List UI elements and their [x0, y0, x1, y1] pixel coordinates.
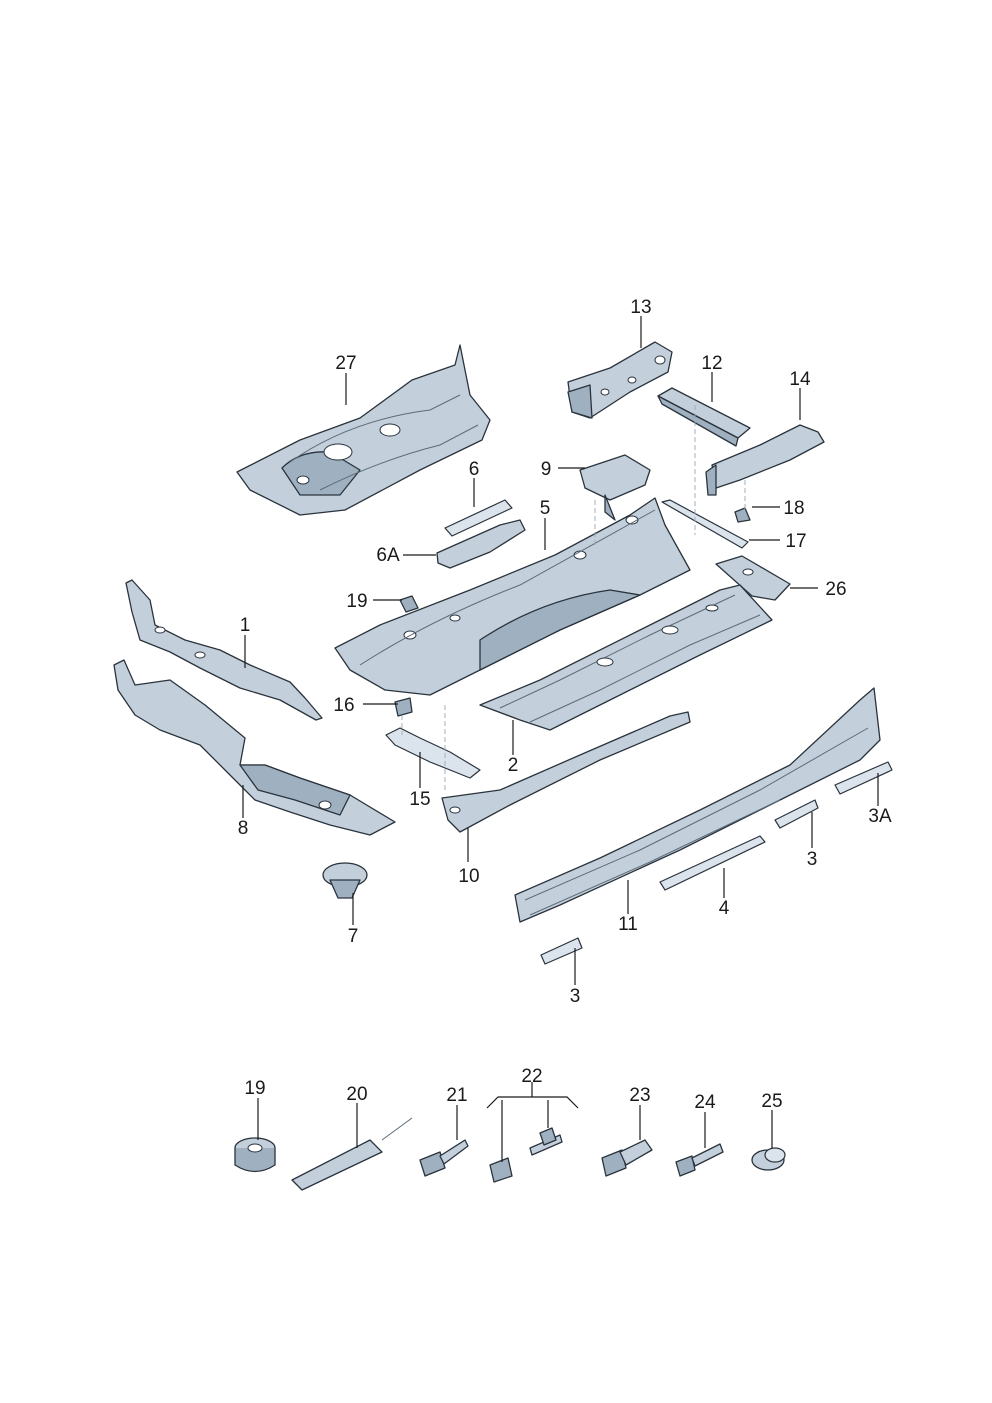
part-27-rear-floor-panel: [236, 344, 491, 516]
callout-15: 15: [409, 789, 430, 810]
callout-3-right: 3: [807, 849, 818, 870]
callout-14: 14: [789, 369, 811, 390]
callout-21: 21: [446, 1085, 467, 1106]
callout-4: 4: [719, 898, 730, 919]
callout-25: 25: [761, 1091, 782, 1112]
part-9-bracket: [579, 454, 651, 521]
callout-11: 11: [618, 914, 638, 935]
callout-24: 24: [694, 1092, 716, 1113]
part-6A-bracket: [436, 519, 526, 569]
callout-labels: 27 13 12 14 6 9 5 18 6A 17 26 19 1 16 2 …: [238, 297, 892, 1113]
part-1-cross-member: [125, 579, 323, 721]
part-2-floor-panel: [479, 584, 773, 731]
callout-16: 16: [333, 695, 354, 716]
callout-22: 22: [521, 1066, 542, 1087]
callout-20: 20: [346, 1084, 367, 1105]
part-3A-clip: [834, 761, 893, 795]
callout-19-lower: 19: [244, 1078, 265, 1099]
part-6-bracket: [444, 499, 513, 537]
part-19-bushing: [234, 1137, 276, 1173]
part-17-strip: [661, 499, 749, 549]
part-8-cross-member: [113, 659, 396, 836]
part-18-nut: [734, 507, 751, 523]
callout-26: 26: [825, 579, 846, 600]
part-22-bolts: [486, 1082, 579, 1183]
part-24-bolt: [675, 1143, 724, 1177]
part-15-bracket: [385, 727, 481, 779]
callout-18: 18: [783, 498, 804, 519]
leader-lines: [242, 316, 879, 1148]
callout-9: 9: [541, 459, 552, 480]
part-10-sill-member: [441, 711, 691, 833]
callout-17: 17: [785, 531, 806, 552]
part-20-expansion-bolt: [291, 1117, 413, 1191]
callout-13: 13: [630, 297, 651, 318]
part-7-grommet: [322, 862, 368, 899]
part-3-clip-a: [774, 799, 819, 829]
callout-8: 8: [238, 818, 249, 839]
callout-6: 6: [469, 459, 480, 480]
part-13-side-member: [567, 341, 673, 419]
callout-10: 10: [458, 866, 479, 887]
part-14-bracket: [705, 424, 825, 496]
callout-19-upper: 19: [346, 591, 367, 612]
callout-5: 5: [540, 498, 551, 519]
callout-3A: 3A: [868, 806, 892, 827]
part-16-bolt: [394, 697, 413, 717]
part-4-trim-strip: [659, 835, 766, 891]
part-19-buffer: [399, 595, 419, 613]
part-11-side-sill: [514, 687, 881, 923]
part-12-reinforcement: [657, 387, 751, 447]
callout-2: 2: [508, 755, 519, 776]
callout-1: 1: [240, 615, 251, 636]
callout-27: 27: [335, 353, 356, 374]
part-3-clip-b: [540, 937, 583, 965]
part-5-tunnel: [334, 497, 691, 696]
callout-12: 12: [701, 353, 722, 374]
callout-23: 23: [629, 1085, 650, 1106]
part-25-plug: [751, 1147, 786, 1171]
callout-7: 7: [348, 926, 359, 947]
part-21-bolt: [419, 1139, 469, 1177]
part-23-rivet: [601, 1139, 653, 1177]
callout-3-bottom: 3: [570, 986, 581, 1007]
assembly-guide-lines: [401, 405, 746, 790]
callout-6A: 6A: [376, 545, 400, 566]
